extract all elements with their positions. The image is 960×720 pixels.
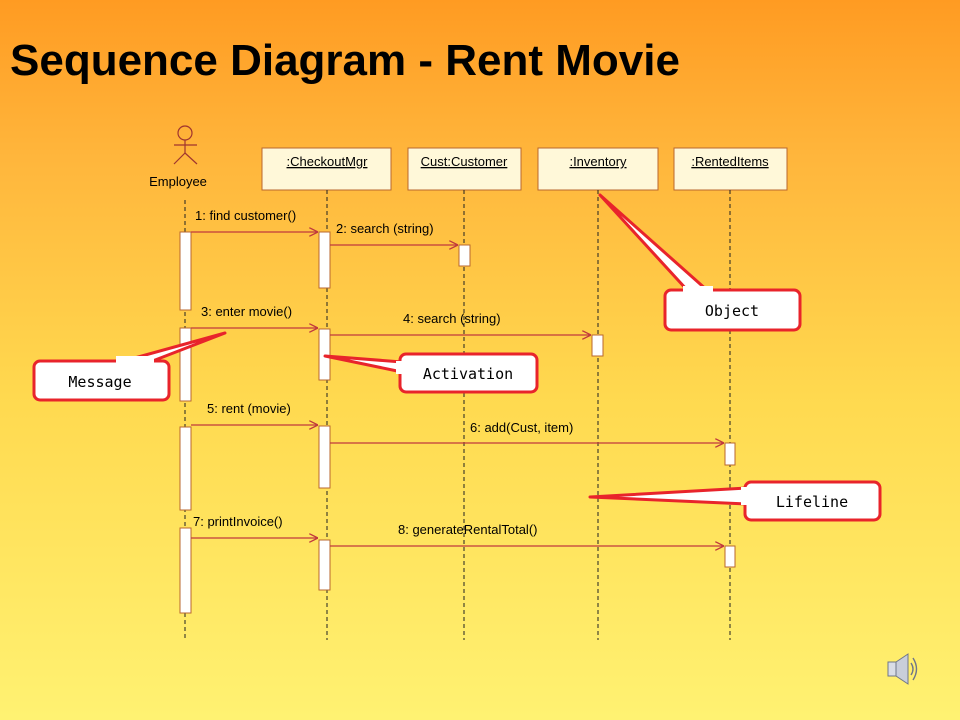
activation-bar: [179, 327, 192, 402]
message-label: 5: rent (movie): [207, 401, 291, 416]
message-label: 7: printInvoice(): [193, 514, 283, 529]
object-customer: Cust:Customer: [407, 147, 522, 191]
stick-figure-icon: [173, 125, 198, 165]
activation-bar: [179, 527, 192, 614]
callout-lifeline: Lifeline: [588, 480, 882, 522]
object-checkoutmgr: :CheckoutMgr: [261, 147, 392, 191]
object-label: :CheckoutMgr: [287, 154, 369, 169]
activation-bar: [724, 545, 736, 568]
activation-bar: [179, 231, 192, 311]
actor-label: Employee: [149, 174, 207, 189]
object-label: :Inventory: [569, 154, 627, 169]
message-label: 1: find customer(): [195, 208, 296, 223]
callout-object: Object: [598, 193, 802, 332]
callout-message: Message: [32, 331, 227, 402]
page-title: Sequence Diagram - Rent Movie: [10, 36, 680, 85]
callout-label: Message: [68, 373, 131, 391]
message-label: 6: add(Cust, item): [470, 420, 573, 435]
activation-bar: [724, 442, 736, 466]
activation-bar: [179, 426, 192, 511]
activation-bar: [318, 425, 331, 489]
message-label: 4: search (string): [403, 311, 501, 326]
speaker-icon[interactable]: [887, 653, 918, 685]
activation-bar: [318, 539, 331, 591]
message-label: 2: search (string): [336, 221, 434, 236]
object-inventory: :Inventory: [537, 147, 659, 191]
message-label: 3: enter movie(): [201, 304, 292, 319]
object-label: Cust:Customer: [421, 154, 508, 169]
callout-label: Object: [705, 302, 759, 320]
activation-bar: [318, 231, 331, 289]
activation-bar: [591, 334, 604, 357]
activation-bar: [318, 328, 331, 381]
object-label: :RentedItems: [691, 154, 769, 169]
callout-activation: Activation: [323, 352, 539, 394]
activation-bar: [458, 244, 471, 267]
callout-label: Activation: [423, 365, 513, 383]
callout-label: Lifeline: [776, 493, 848, 511]
object-rented-items: :RentedItems: [673, 147, 788, 191]
message-label: 8: generateRentalTotal(): [398, 522, 537, 537]
